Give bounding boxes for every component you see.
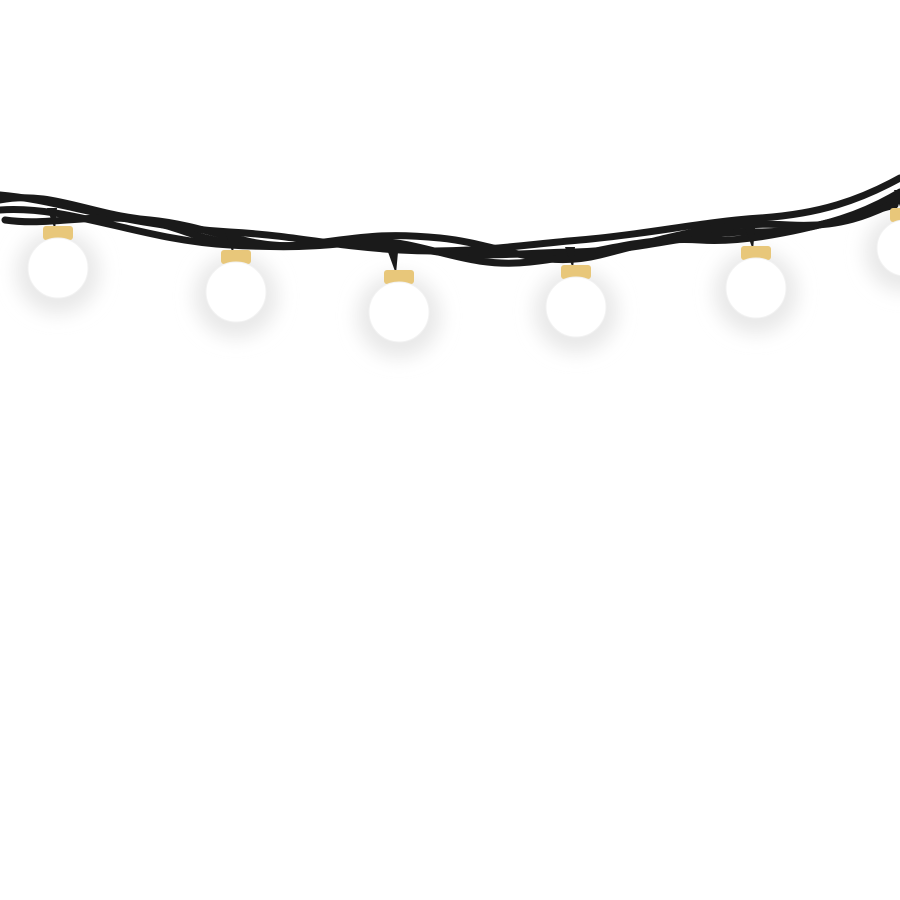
bulb (545, 276, 607, 338)
bulb (368, 281, 430, 343)
wire-strand (0, 194, 900, 264)
bulb-socket (561, 265, 591, 279)
bulb-clip (225, 232, 235, 254)
bulb-socket (221, 250, 251, 264)
bulb-socket (384, 270, 414, 284)
bulb-clip (47, 208, 57, 230)
bulb-clip (745, 228, 755, 250)
wire-strands (0, 174, 900, 267)
bulb (725, 257, 787, 319)
bulb-clip (894, 190, 900, 207)
bulb (27, 237, 89, 299)
bulb (876, 219, 900, 277)
bulb-clip (565, 247, 575, 269)
bulb-socket (741, 246, 771, 260)
bulb-clip (388, 252, 398, 274)
bulb-socket (890, 208, 900, 222)
wire-strand (0, 188, 900, 259)
bulb (205, 261, 267, 323)
bulb-sockets (43, 190, 900, 284)
bulbs (27, 219, 900, 343)
bulb-socket (43, 226, 73, 240)
